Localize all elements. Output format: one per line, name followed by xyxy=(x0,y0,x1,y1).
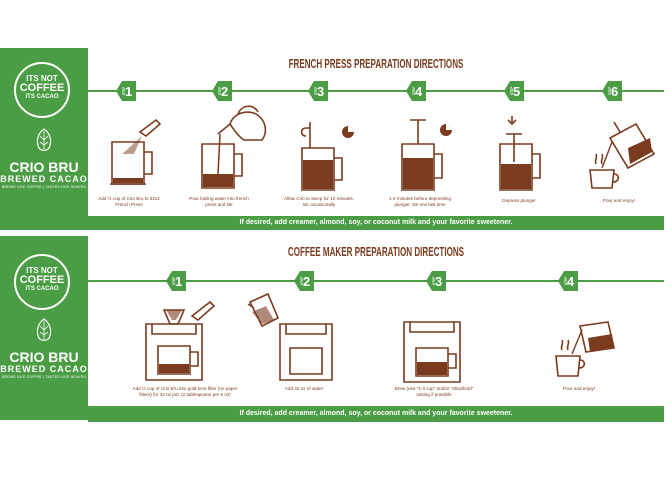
step-caption: Add 32 oz of water xyxy=(284,386,324,391)
step-caption: 1-2 minutes before depressing plunger, s… xyxy=(388,196,452,207)
step-label: STEP xyxy=(300,276,304,285)
brand-tagline: BREWS LIKE COFFEE | TASTES LIKE HEAVEN xyxy=(2,375,86,379)
step-label: STEP xyxy=(172,276,176,285)
brand-sidebar: ITS NOT COFFEE ITS CACAO CRIO BRU BREWED… xyxy=(0,236,88,420)
coffee-maker-water-icon xyxy=(247,292,333,381)
step-label: STEP xyxy=(564,276,568,285)
french-press-with-scoop-icon xyxy=(110,118,162,185)
step-label: STEP xyxy=(432,276,436,285)
step-caption: Pour and enjoy! xyxy=(602,198,636,203)
coffee-maker-filter-icon xyxy=(145,300,216,381)
coffee-maker-panel: ITS NOT COFFEE ITS CACAO CRIO BRU BREWED… xyxy=(0,236,664,422)
cacao-pod-logo-icon xyxy=(36,128,52,151)
press-before-plunge-icon xyxy=(401,119,452,191)
step-label: STEP xyxy=(510,86,514,95)
pour-into-cup-icon xyxy=(555,321,615,377)
step-number: 2 xyxy=(221,84,228,99)
tip-banner: If desired, add creamer, almond, soy, or… xyxy=(88,406,664,422)
brand-tagline: BREWS LIKE COFFEE | TASTES LIKE HEAVEN xyxy=(2,185,86,189)
steeping-press-icon xyxy=(300,122,354,191)
step-label: STEP xyxy=(122,86,126,95)
brand-name: CRIO BRU xyxy=(9,159,79,175)
step-number: 3 xyxy=(317,84,324,99)
step-number: 6 xyxy=(611,84,618,99)
step-number: 2 xyxy=(303,274,310,289)
step-line xyxy=(88,90,664,92)
brand-sub: BREWED CACAO xyxy=(0,174,88,184)
step-line xyxy=(88,280,664,282)
step-number: 3 xyxy=(435,274,442,289)
step-caption: Pour boiling water into french press and… xyxy=(189,196,249,207)
step-caption: Allow Crio to steep for 10 minutes, stir… xyxy=(284,196,354,207)
step-caption: Brew (use "1-4 cup" and/or "slow/bold" s… xyxy=(394,386,474,397)
press-plunged-icon xyxy=(499,116,541,191)
brand-name: CRIO BRU xyxy=(9,349,79,365)
section-title: FRENCH PRESS PREPARATION DIRECTIONS xyxy=(288,56,464,71)
step-number: 4 xyxy=(415,84,423,99)
step-label: STEP xyxy=(218,86,222,95)
step-number: 5 xyxy=(513,84,520,99)
brand-block: CRIO BRU BREWED CACAO BREWS LIKE COFFEE … xyxy=(0,160,88,190)
tip-banner: If desired, add creamer, almond, soy, or… xyxy=(88,216,664,230)
brand-sub: BREWED CACAO xyxy=(0,364,88,374)
step-caption: Add ½ cup of Crio Bru into gold tone fil… xyxy=(132,386,238,397)
step-caption: Add ½ cup of Crio Bru to 32oz French Pre… xyxy=(98,196,160,207)
step-number: 1 xyxy=(125,84,132,99)
kettle-pouring-icon xyxy=(201,105,267,189)
step-number: 4 xyxy=(567,274,575,289)
pour-into-cup-icon xyxy=(589,121,656,189)
french-press-panel: ITS NOT COFFEE ITS CACAO CRIO BRU BREWED… xyxy=(0,48,664,230)
cacao-pod-logo-icon xyxy=(36,318,52,341)
brand-block: CRIO BRU BREWED CACAO BREWS LIKE COFFEE … xyxy=(0,350,88,380)
step-label: STEP xyxy=(314,86,318,95)
step-caption: Pour and enjoy! xyxy=(562,386,596,391)
its-not-coffee-badge: ITS NOT COFFEE ITS CACAO xyxy=(14,254,70,310)
section-title: COFFEE MAKER PREPARATION DIRECTIONS xyxy=(287,244,465,259)
step-label: STEP xyxy=(608,86,612,95)
coffee-maker-brewing-icon xyxy=(403,321,461,383)
step-number: 1 xyxy=(175,274,182,289)
its-not-coffee-badge: ITS NOT COFFEE ITS CACAO xyxy=(14,62,70,118)
brand-sidebar: ITS NOT COFFEE ITS CACAO CRIO BRU BREWED… xyxy=(0,48,88,230)
step-caption: Depress plunger xyxy=(502,198,536,203)
step-label: STEP xyxy=(412,86,416,95)
